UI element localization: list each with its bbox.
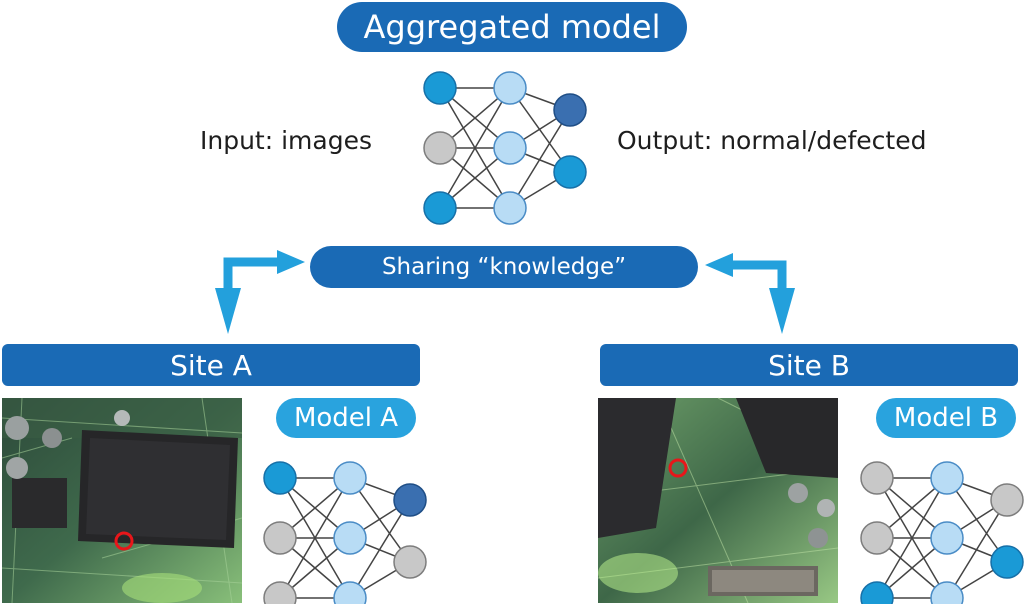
model-b-network-icon	[860, 461, 1024, 604]
network-connection	[509, 109, 571, 209]
input-label: Input: images	[200, 126, 372, 155]
network-node	[333, 521, 367, 555]
network-node	[860, 461, 894, 495]
model-a-pill: Model A	[276, 398, 416, 438]
site-a-circuit-board-photo	[1, 397, 243, 604]
model-a-network-icon	[263, 461, 427, 604]
network-connection	[946, 477, 1008, 563]
network-node	[423, 191, 457, 225]
network-node	[860, 521, 894, 555]
model-a-label: Model A	[293, 403, 399, 433]
network-node	[333, 461, 367, 495]
network-node	[990, 545, 1024, 579]
network-connection	[349, 499, 411, 599]
network-node	[423, 131, 457, 165]
network-connection	[946, 499, 1008, 599]
aggregated-model-title: Aggregated model	[337, 2, 687, 52]
network-node	[930, 461, 964, 495]
sharing-knowledge-pill: Sharing “knowledge”	[310, 246, 698, 288]
network-connection	[509, 87, 571, 173]
site-a-defect-marker-icon	[114, 531, 134, 551]
site-a-label: Site A	[170, 348, 252, 382]
network-node	[263, 521, 297, 555]
network-node	[423, 71, 457, 105]
network-node	[393, 483, 427, 517]
network-node	[493, 71, 527, 105]
site-a-header: Site A	[2, 344, 420, 386]
network-connection	[439, 87, 511, 209]
site-b-header: Site B	[600, 344, 1018, 386]
network-node	[393, 545, 427, 579]
aggregated-network-icon	[423, 71, 587, 225]
network-node	[333, 581, 367, 604]
site-b-defect-marker-icon	[668, 458, 688, 478]
site-b-label: Site B	[768, 348, 850, 382]
sharing-knowledge-text: Sharing “knowledge”	[381, 254, 627, 280]
left-bidirectional-arrow-icon	[215, 250, 305, 334]
network-node	[930, 521, 964, 555]
network-node	[493, 191, 527, 225]
site-b-circuit-board-photo	[597, 397, 839, 604]
network-node	[263, 461, 297, 495]
network-connection	[349, 477, 411, 563]
network-node	[860, 581, 894, 604]
network-node	[990, 483, 1024, 517]
network-node	[553, 155, 587, 189]
network-node	[263, 581, 297, 604]
network-connection	[876, 477, 948, 599]
model-b-label: Model B	[893, 403, 999, 433]
aggregated-model-title-text: Aggregated model	[363, 8, 661, 46]
output-label: Output: normal/defected	[617, 126, 927, 155]
model-b-pill: Model B	[876, 398, 1016, 438]
right-bidirectional-arrow-icon	[705, 253, 795, 334]
network-node	[493, 131, 527, 165]
network-node	[553, 93, 587, 127]
network-connection	[279, 477, 351, 599]
network-node	[930, 581, 964, 604]
